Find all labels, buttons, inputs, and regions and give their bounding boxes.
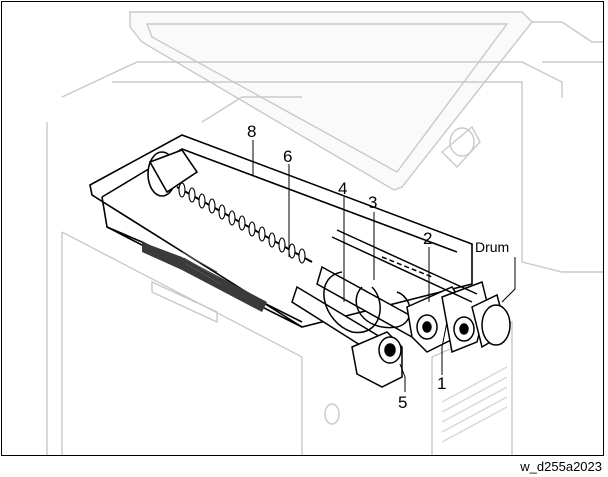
callout-4: 4	[338, 179, 348, 198]
callout-1: 1	[437, 374, 447, 393]
cleaning-unit-trough	[89, 134, 473, 328]
callout-2: 2	[423, 229, 433, 248]
figure-caption: w_d255a2023	[520, 459, 602, 474]
callout-leader-lines	[252, 140, 516, 392]
cleaning-rollers	[291, 229, 511, 388]
callout-6: 6	[283, 147, 293, 166]
machine-illustration	[46, 11, 603, 455]
callout-5: 5	[398, 393, 408, 412]
printer-body-background	[46, 11, 603, 455]
illustration-frame: 8 6 4 3 2 Drum 1 5	[1, 1, 604, 456]
callout-3: 3	[368, 193, 378, 212]
callout-drum: Drum	[475, 239, 510, 255]
callout-8: 8	[247, 122, 257, 141]
